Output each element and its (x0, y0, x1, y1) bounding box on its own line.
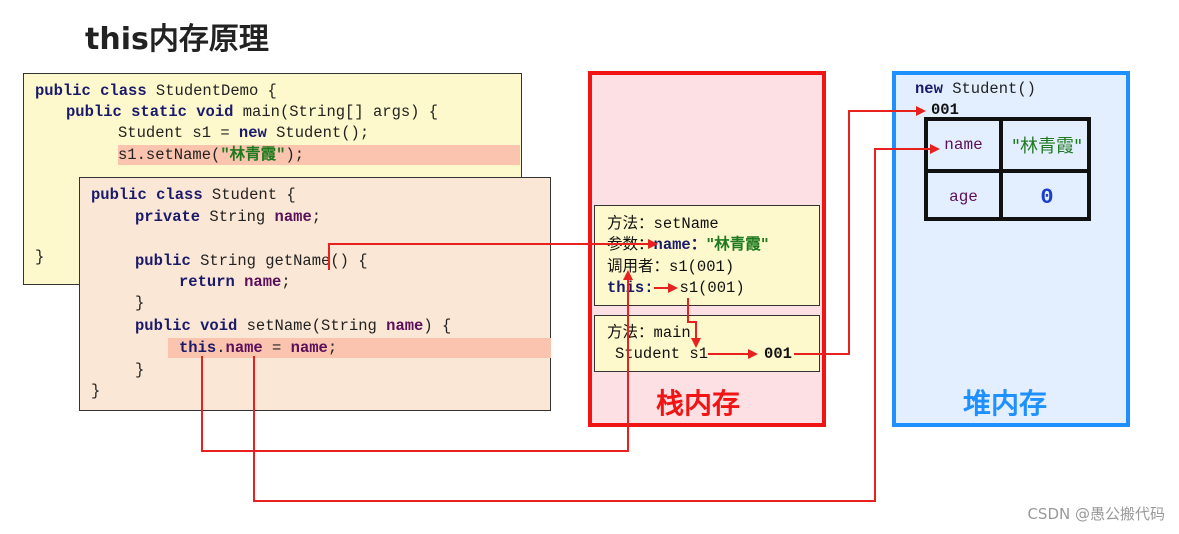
param-name-arrow (328, 239, 658, 270)
code-line: s1.setName("林青霞"); (118, 146, 305, 164)
code-line: Student s1 = new Student(); (118, 124, 370, 142)
new-student-expression: new Student() (915, 80, 1036, 98)
code-line: public class StudentDemo { (35, 82, 277, 100)
setname-call-highlight (118, 145, 520, 165)
code-line: } (135, 361, 145, 379)
stack-to-heap-arrow (794, 106, 926, 355)
this-lookup-arrow (201, 270, 633, 452)
code-line: public static void main(String[] args) { (66, 103, 439, 121)
setname-stack-frame: 方法：setName 参数：name："林青霞" 调用者：s1(001) thi… (594, 205, 820, 306)
watermark: CSDN @愚公搬代码 (1027, 505, 1165, 523)
table-divider (928, 169, 1087, 173)
heap-object-address: 001 (931, 101, 959, 119)
code-line: public class Student { (91, 186, 296, 204)
code-line: } (35, 248, 45, 266)
heap-memory-label: 堆内存 (963, 387, 1048, 420)
frame-method-line: 方法：main (607, 323, 691, 342)
student-object-table: name "林青霞" age 0 (924, 117, 1091, 221)
diagram-title: this内存原理 (85, 22, 269, 57)
code-line: } (91, 382, 101, 400)
code-line: this.name = name; (179, 339, 338, 357)
s1-to-main-arrow (687, 298, 701, 348)
field-value-cell: 0 (1040, 184, 1054, 210)
field-name-cell: age (949, 188, 978, 206)
frame-this-line: this:s1(001) (607, 279, 745, 297)
student-class-code-box: public class Student { private String na… (79, 177, 551, 411)
frame-method-line: 方法：setName (607, 214, 719, 233)
stack-memory-label: 栈内存 (656, 387, 741, 420)
field-value-cell: "林青霞" (1011, 136, 1083, 157)
code-line: public void setName(String name) { (135, 317, 452, 335)
code-line: } (135, 294, 145, 312)
name-assign-arrow (253, 144, 940, 502)
frame-caller-line: 调用者：s1(001) (607, 257, 735, 276)
code-line: private String name; (135, 208, 322, 226)
code-line: return name; (179, 273, 291, 291)
this-assignment-highlight (168, 338, 551, 358)
field-name-cell: name (944, 136, 983, 154)
